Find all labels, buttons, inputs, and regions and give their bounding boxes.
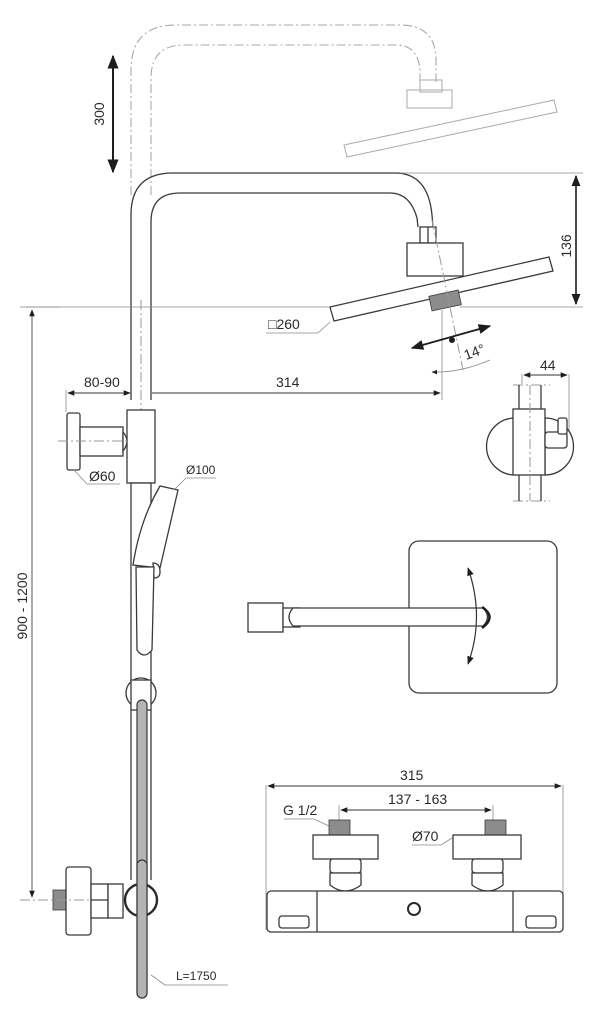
raised-arm-ghost xyxy=(130,24,558,195)
top-view-detail xyxy=(247,540,558,694)
hose-length-leader: L=1750 xyxy=(150,969,228,986)
inlet-spacing-label: 137 - 163 xyxy=(388,791,447,807)
hand-shower: Ø100 xyxy=(130,463,216,682)
upper-wall-bracket: Ø60 xyxy=(58,409,156,485)
head-size-label: □260 xyxy=(268,316,300,332)
overhead-shower-head xyxy=(329,219,554,400)
thermostatic-mixer: 315 137 - 163 G 1/2 Ø70 xyxy=(265,767,564,933)
handshower-diameter-label: Ø100 xyxy=(186,463,216,477)
tilt-angle-label: 14° xyxy=(462,341,487,363)
lower-wall-elbow xyxy=(20,859,159,999)
wall-offset-label: 80-90 xyxy=(84,374,120,390)
head-height-label: 136 xyxy=(558,234,574,258)
head-height-dimension: 136 xyxy=(400,172,583,308)
side-view-detail: 44 xyxy=(485,357,575,502)
mount-height-label: 900 - 1200 xyxy=(14,572,30,639)
reach-dimensions: 80-90 314 xyxy=(65,374,441,412)
mount-height-dimension: 900 - 1200 xyxy=(14,306,60,898)
inlet-thread-label: G 1/2 xyxy=(283,802,317,818)
arm-reach-label: 314 xyxy=(276,374,300,390)
tilt-angle-indicator: 14° xyxy=(410,324,492,375)
head-size-leader: □260 xyxy=(20,306,331,334)
hose-length-label: L=1750 xyxy=(176,969,217,983)
arm-raise-label: 300 xyxy=(91,102,107,126)
raised-head-ghost xyxy=(343,79,558,158)
handle-depth-label: 44 xyxy=(540,357,556,373)
flange-diameter-label: Ø70 xyxy=(412,828,439,844)
arm-raise-dimension: 300 xyxy=(91,54,119,174)
mixer-width-label: 315 xyxy=(400,767,424,783)
bracket-diameter-label: Ø60 xyxy=(89,468,116,484)
